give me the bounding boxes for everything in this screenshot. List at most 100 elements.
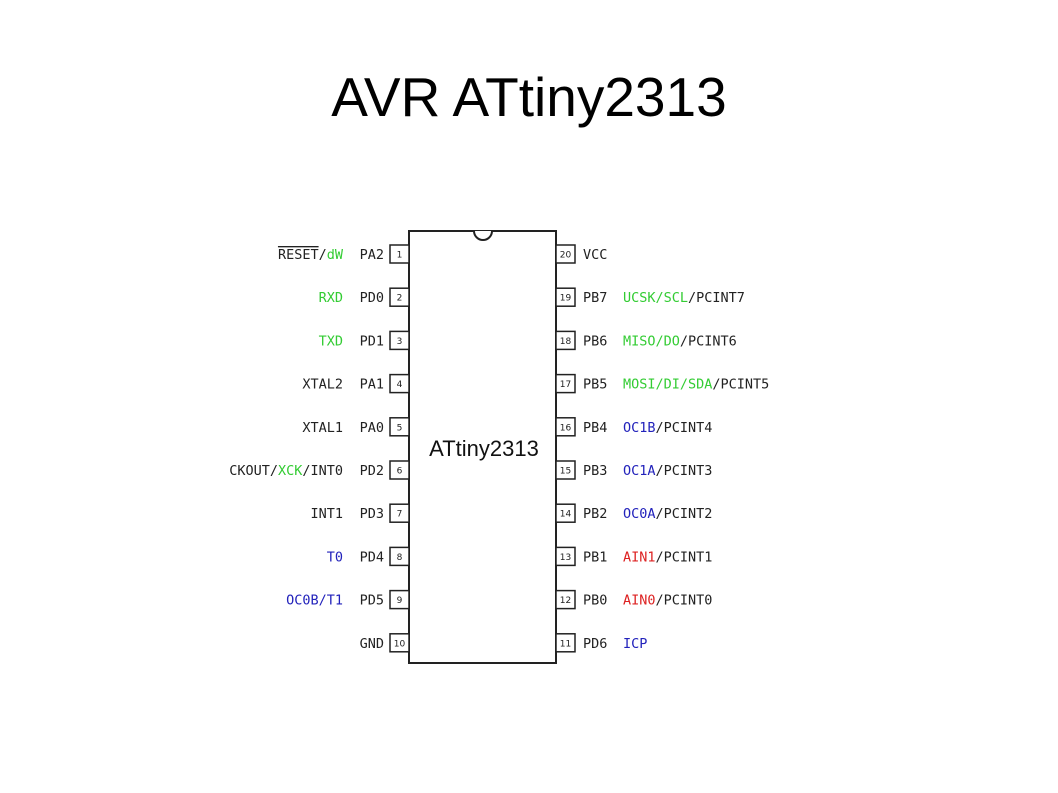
port-label: PB7: [583, 290, 607, 306]
function-segment: INT1: [310, 506, 343, 522]
port-label: PA0: [360, 420, 384, 436]
port-label: PB2: [583, 506, 607, 522]
pin-number: 17: [560, 380, 571, 390]
chip-notch: [473, 230, 493, 241]
pin-box: [389, 287, 410, 307]
function-label: ICP: [623, 636, 647, 652]
port-label: PD3: [360, 506, 384, 522]
function-label: OC0B/T1: [286, 593, 343, 609]
port-label: VCC: [583, 247, 607, 263]
function-segment: /PCINT6: [680, 333, 737, 349]
pin-box: [389, 460, 410, 480]
pin-box: [555, 589, 576, 610]
function-label: UCSK/SCL/PCINT7: [623, 290, 745, 306]
right-pin-row: 15 PB3 OC1A/PCINT3: [555, 460, 713, 480]
chip-body: [408, 230, 557, 664]
function-segment: AIN0: [623, 593, 656, 609]
pin-box: [555, 244, 576, 264]
function-segment: UCSK/SCL: [623, 290, 688, 306]
function-segment: AIN1: [623, 549, 656, 565]
port-label: PA1: [360, 377, 384, 393]
right-pin-row: 12 PB0 AIN0/PCINT0: [555, 589, 712, 610]
pin-box: [389, 417, 410, 437]
pin-number: 4: [397, 380, 403, 390]
pin-box: [389, 244, 410, 264]
pin-box: [389, 503, 410, 523]
function-segment: OC1B: [623, 420, 656, 436]
function-segment: OC1A: [623, 463, 656, 479]
pin-number: 8: [397, 553, 403, 563]
function-label: TXD: [319, 333, 343, 349]
port-label: PD6: [583, 636, 607, 652]
slide-title: AVR ATtiny2313: [331, 66, 727, 128]
port-label: PA2: [360, 247, 384, 263]
function-segment: /PCINT5: [712, 377, 769, 393]
pin-number: 10: [394, 639, 406, 649]
function-segment: OC0A: [623, 506, 656, 522]
left-pin-row: 7 PD3 INT1: [310, 503, 410, 523]
function-label: AIN0/PCINT0: [623, 593, 712, 609]
left-pin-row: 9 PD5 OC0B/T1: [286, 589, 410, 610]
right-pin-row: 13 PB1 AIN1/PCINT1: [555, 546, 712, 567]
right-pin-row: 17 PB5 MOSI/DI/SDA/PCINT5: [555, 373, 769, 394]
function-segment: OC0B/T1: [286, 593, 343, 609]
function-segment: ICP: [623, 636, 647, 652]
pin-number: 7: [397, 510, 403, 520]
pin-number: 14: [560, 510, 572, 520]
function-segment: /PCINT1: [656, 549, 713, 565]
function-segment: dW: [327, 247, 344, 263]
function-segment: /PCINT7: [688, 290, 745, 306]
port-label: PD4: [360, 549, 384, 565]
pin-number: 15: [560, 467, 571, 477]
function-segment: XCK: [278, 463, 303, 479]
port-label: PD1: [360, 333, 384, 349]
pin-number: 1: [397, 251, 403, 261]
function-segment: T0: [327, 549, 343, 565]
pin-number: 13: [560, 553, 571, 563]
function-label: OC0A/PCINT2: [623, 506, 712, 522]
pin-box: [389, 546, 410, 567]
function-label: CKOUT/XCK/INT0: [229, 463, 343, 479]
pin-box: [555, 633, 576, 653]
left-pin-row: 4 PA1 XTAL2: [302, 373, 410, 394]
function-label: AIN1/PCINT1: [623, 549, 712, 565]
function-segment: MOSI/DI/SDA: [623, 377, 712, 393]
function-label: XTAL1: [302, 420, 343, 436]
function-label: T0: [327, 549, 343, 565]
pin-box: [389, 589, 410, 610]
pin-number: 3: [397, 337, 403, 347]
pin-number: 2: [397, 294, 403, 304]
port-label: PB1: [583, 549, 607, 565]
function-label: MOSI/DI/SDA/PCINT5: [623, 377, 769, 393]
left-pin-row: 3 PD1 TXD: [319, 330, 410, 351]
function-segment: XTAL2: [302, 377, 343, 393]
pin-box: [555, 503, 576, 523]
function-segment: /PCINT3: [656, 463, 713, 479]
left-pin-row: 8 PD4 T0: [327, 546, 410, 567]
function-label: MISO/DO/PCINT6: [623, 333, 737, 349]
pin-box: [555, 330, 576, 351]
pin-number: 18: [560, 337, 572, 347]
port-label: PB5: [583, 377, 607, 393]
pin-box: [555, 417, 576, 437]
pin-box: [555, 373, 576, 394]
port-label: PB0: [583, 593, 607, 609]
pin-box: [389, 633, 410, 653]
pin-box: [555, 287, 576, 307]
function-segment: /PCINT4: [656, 420, 713, 436]
port-label: PD5: [360, 593, 384, 609]
pin-number: 11: [560, 639, 571, 649]
function-segment: /PCINT0: [656, 593, 713, 609]
function-segment: /: [319, 247, 327, 263]
port-label: PB3: [583, 463, 607, 479]
pin-number: 9: [397, 596, 403, 606]
pin-number: 12: [560, 596, 571, 606]
function-label: INT1: [310, 506, 343, 522]
